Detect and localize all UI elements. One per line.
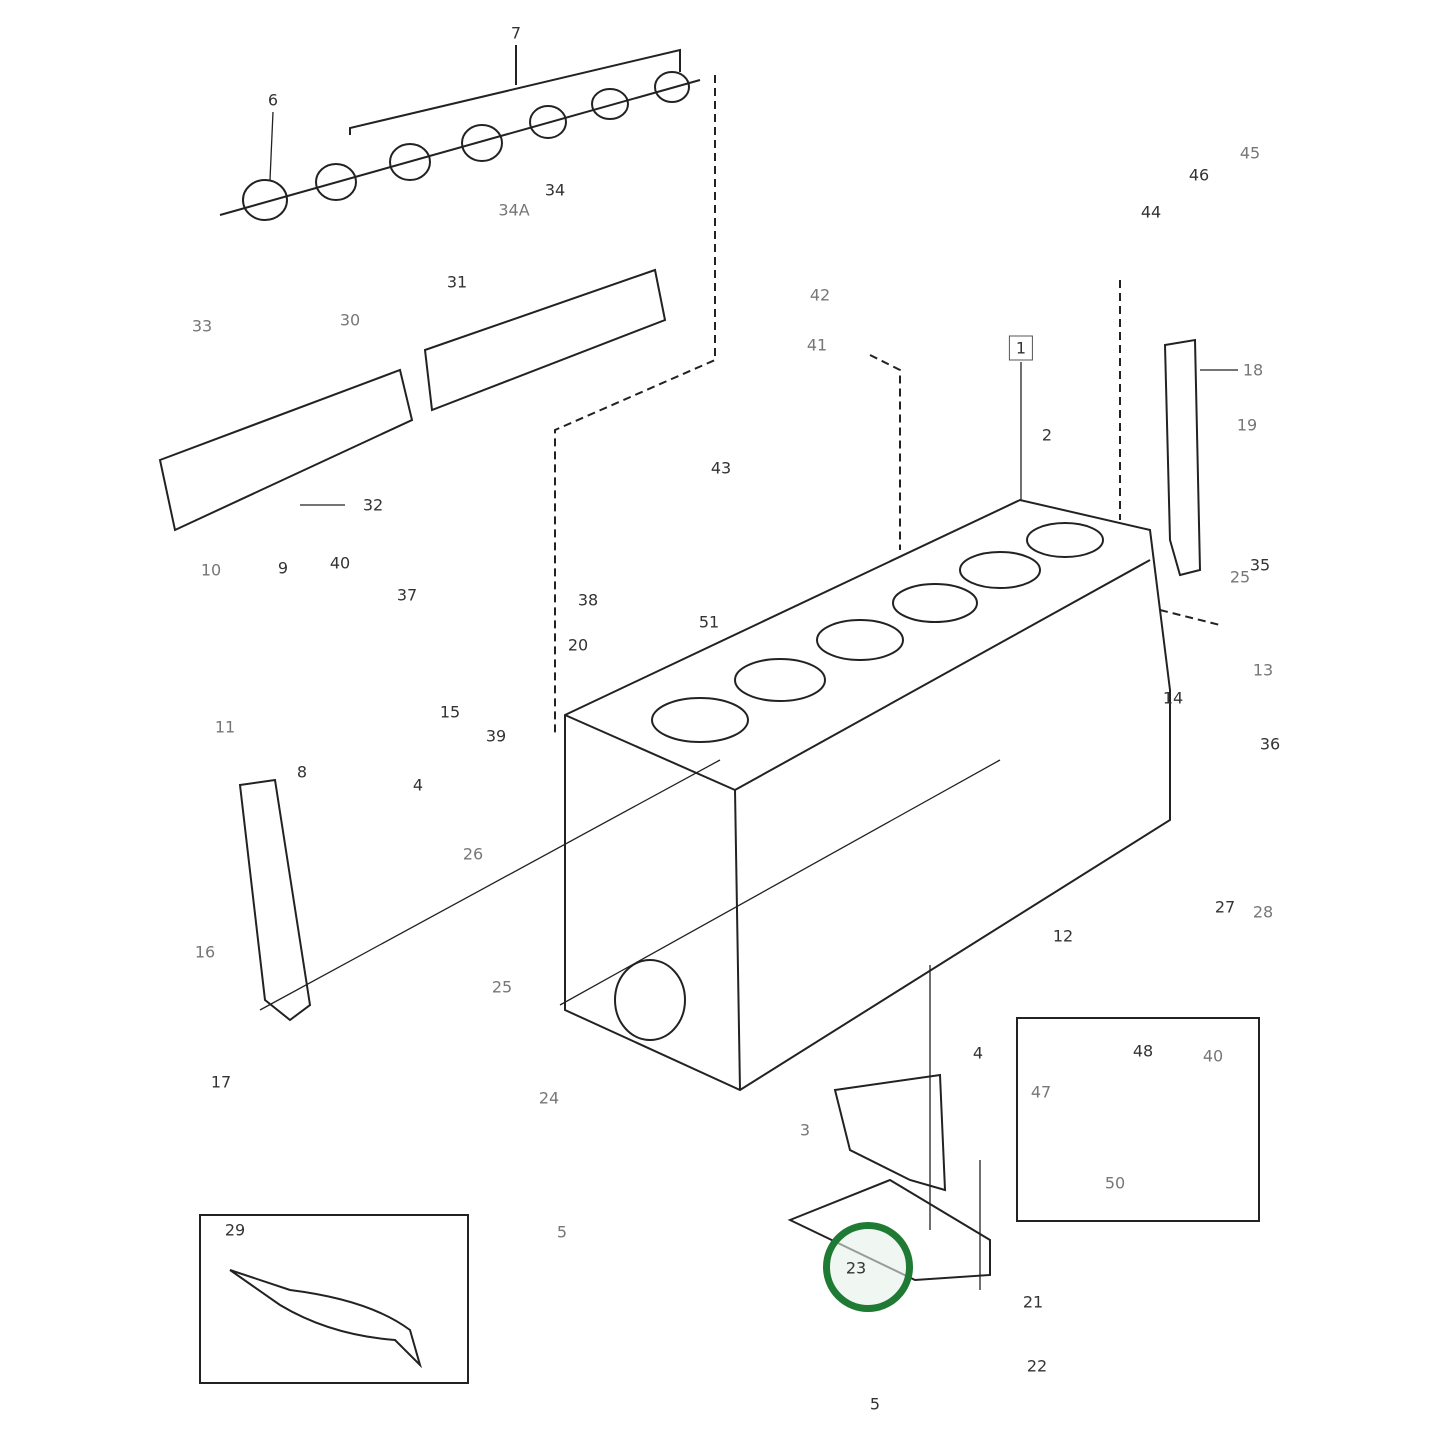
- leader-lines: [259, 111, 1238, 1290]
- part-callout-4[interactable]: 4: [412, 775, 424, 795]
- part-callout-33[interactable]: 33: [191, 316, 213, 336]
- part-callout-24[interactable]: 24: [538, 1088, 560, 1108]
- bearing-shells: [219, 45, 701, 221]
- part-callout-39[interactable]: 39: [485, 726, 507, 746]
- part-callout-45[interactable]: 45: [1239, 143, 1261, 163]
- part-callout-21[interactable]: 21: [1022, 1292, 1044, 1312]
- part-callout-38[interactable]: 38: [577, 590, 599, 610]
- part-callout-5[interactable]: 5: [556, 1222, 568, 1242]
- detail-inset-box: [1016, 1017, 1260, 1222]
- part-callout-37[interactable]: 37: [396, 585, 418, 605]
- cylinder-block: [564, 498, 1171, 1092]
- part-callout-7[interactable]: 7: [510, 23, 522, 43]
- part-callout-17[interactable]: 17: [210, 1072, 232, 1092]
- part-callout-25[interactable]: 25: [491, 977, 513, 997]
- part-callout-50[interactable]: 50: [1104, 1173, 1126, 1193]
- brackets: [238, 338, 1202, 1282]
- part-callout-46[interactable]: 46: [1188, 165, 1210, 185]
- part-callout-11[interactable]: 11: [214, 717, 236, 737]
- part-callout-12[interactable]: 12: [1052, 926, 1074, 946]
- gasket-plates: [158, 268, 667, 532]
- sealant-inset-box: [199, 1214, 469, 1384]
- part-callout-1[interactable]: 1: [1008, 335, 1034, 361]
- part-callout-28[interactable]: 28: [1252, 902, 1274, 922]
- part-callout-23[interactable]: 23: [845, 1258, 867, 1278]
- part-callout-40[interactable]: 40: [329, 553, 351, 573]
- part-callout-22[interactable]: 22: [1026, 1356, 1048, 1376]
- part-callout-43[interactable]: 43: [710, 458, 732, 478]
- part-callout-30[interactable]: 30: [339, 310, 361, 330]
- part-callout-16[interactable]: 16: [194, 942, 216, 962]
- part-callout-41[interactable]: 41: [806, 335, 828, 355]
- dashed-guides: [554, 75, 1221, 735]
- part-callout-13[interactable]: 13: [1252, 660, 1274, 680]
- part-callout-2[interactable]: 2: [1041, 425, 1053, 445]
- part-callout-25[interactable]: 25: [1229, 567, 1251, 587]
- part-callout-35[interactable]: 35: [1249, 555, 1271, 575]
- part-callout-36[interactable]: 36: [1259, 734, 1281, 754]
- part-callout-4[interactable]: 4: [972, 1043, 984, 1063]
- part-callout-15[interactable]: 15: [439, 702, 461, 722]
- part-callout-18[interactable]: 18: [1242, 360, 1264, 380]
- part-callout-10[interactable]: 10: [200, 560, 222, 580]
- part-callout-9[interactable]: 9: [277, 558, 289, 578]
- part-callout-20[interactable]: 20: [567, 635, 589, 655]
- part-callout-14[interactable]: 14: [1162, 688, 1184, 708]
- part-callout-31[interactable]: 31: [446, 272, 468, 292]
- part-callout-26[interactable]: 26: [462, 844, 484, 864]
- part-callout-5[interactable]: 5: [869, 1394, 881, 1414]
- part-callout-8[interactable]: 8: [296, 762, 308, 782]
- part-callout-29[interactable]: 29: [224, 1220, 246, 1240]
- part-callout-34A[interactable]: 34A: [498, 200, 530, 220]
- part-callout-44[interactable]: 44: [1140, 202, 1162, 222]
- part-callout-34[interactable]: 34: [544, 180, 566, 200]
- part-callout-47[interactable]: 47: [1030, 1082, 1052, 1102]
- sealant-tube: [229, 1269, 423, 1369]
- part-callout-42[interactable]: 42: [809, 285, 831, 305]
- part-callout-6[interactable]: 6: [267, 90, 279, 110]
- part-callout-40[interactable]: 40: [1202, 1046, 1224, 1066]
- part-callout-51[interactable]: 51: [698, 612, 720, 632]
- part-callout-27[interactable]: 27: [1214, 897, 1236, 917]
- part-callout-3[interactable]: 3: [799, 1120, 811, 1140]
- highlight-circle[interactable]: [823, 1222, 913, 1312]
- part-callout-32[interactable]: 32: [362, 495, 384, 515]
- part-callout-19[interactable]: 19: [1236, 415, 1258, 435]
- part-callout-48[interactable]: 48: [1132, 1041, 1154, 1061]
